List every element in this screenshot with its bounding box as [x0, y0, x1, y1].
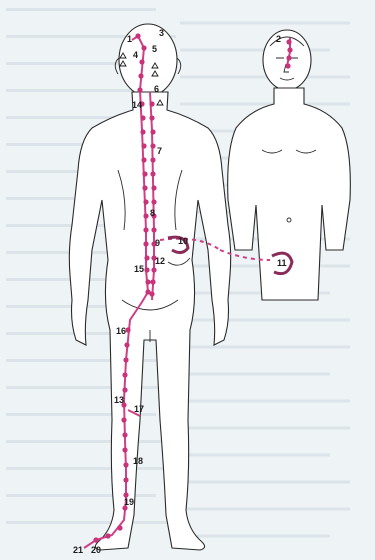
- acupoint-dot: [105, 533, 110, 538]
- acupoint-dot: [123, 477, 128, 482]
- point-label: 16: [116, 326, 126, 336]
- acupoint-dot: [144, 267, 149, 272]
- acupoint-dot: [285, 63, 290, 68]
- acupoint-dot: [141, 157, 146, 162]
- acupoint-dot: [123, 462, 128, 467]
- acupoint-dot: [135, 33, 140, 38]
- acupoint-dot: [151, 227, 156, 232]
- acupoint-dot: [149, 291, 154, 296]
- acupoint-dot: [122, 387, 127, 392]
- acupoint-dot: [149, 115, 154, 120]
- acupoint-dot: [286, 55, 291, 60]
- acupoint-dot: [141, 45, 146, 50]
- acupoint-dot: [150, 157, 155, 162]
- acupoint-dot: [143, 241, 148, 246]
- acupoint-dot: [125, 327, 130, 332]
- point-label: 14: [132, 100, 142, 110]
- acupoint-dot: [123, 357, 128, 362]
- acupoint-dot: [150, 171, 155, 176]
- acupoint-dot: [142, 185, 147, 190]
- acupoint-dot: [286, 39, 291, 44]
- point-label: 8: [150, 208, 155, 218]
- acupoint-dot: [151, 185, 156, 190]
- point-label: 10: [178, 236, 188, 246]
- acupoint-dot: [139, 59, 144, 64]
- point-label: 19: [124, 497, 134, 507]
- acupoint-dot: [150, 279, 155, 284]
- point-label: 7: [157, 146, 162, 156]
- point-label: 18: [133, 456, 143, 466]
- acupoint-dot: [141, 143, 146, 148]
- point-label: 1: [127, 34, 132, 44]
- point-label: 5: [152, 44, 157, 54]
- acupoint-dot: [122, 432, 127, 437]
- point-label: 3: [159, 28, 164, 38]
- point-label: 2: [276, 34, 281, 44]
- point-label: 11: [277, 258, 287, 268]
- acupoint-dot: [150, 143, 155, 148]
- acupoint-dot: [140, 129, 145, 134]
- point-label: 6: [154, 84, 159, 94]
- acupoint-dot: [145, 279, 150, 284]
- point-label: 15: [134, 264, 144, 274]
- acupoint-dot: [137, 87, 142, 92]
- acupoint-dot: [117, 525, 122, 530]
- acupoint-dot: [144, 255, 149, 260]
- acupoint-dot: [140, 115, 145, 120]
- point-label: 4: [133, 50, 138, 60]
- acupoint-dot: [143, 227, 148, 232]
- point-label: 12: [155, 256, 165, 266]
- acupoint-dot: [122, 447, 127, 452]
- acupoint-dot: [149, 101, 154, 106]
- point-label: 17: [134, 404, 144, 414]
- point-label: 20: [91, 545, 101, 555]
- acupoint-dot: [93, 537, 98, 542]
- point-label: 21: [73, 545, 83, 555]
- acupoint-dot: [122, 372, 127, 377]
- acupoint-dot: [124, 342, 129, 347]
- acupoint-dot: [287, 47, 292, 52]
- point-label: 9: [155, 238, 160, 248]
- acupoint-dot: [151, 199, 156, 204]
- acupoint-dot: [138, 73, 143, 78]
- acupoint-dot: [142, 171, 147, 176]
- acupoint-dot: [121, 417, 126, 422]
- acupoint-dot: [151, 267, 156, 272]
- acupoint-dot: [143, 213, 148, 218]
- acupoint-dot: [150, 129, 155, 134]
- point-label: 13: [114, 395, 124, 405]
- acupoint-dot: [143, 199, 148, 204]
